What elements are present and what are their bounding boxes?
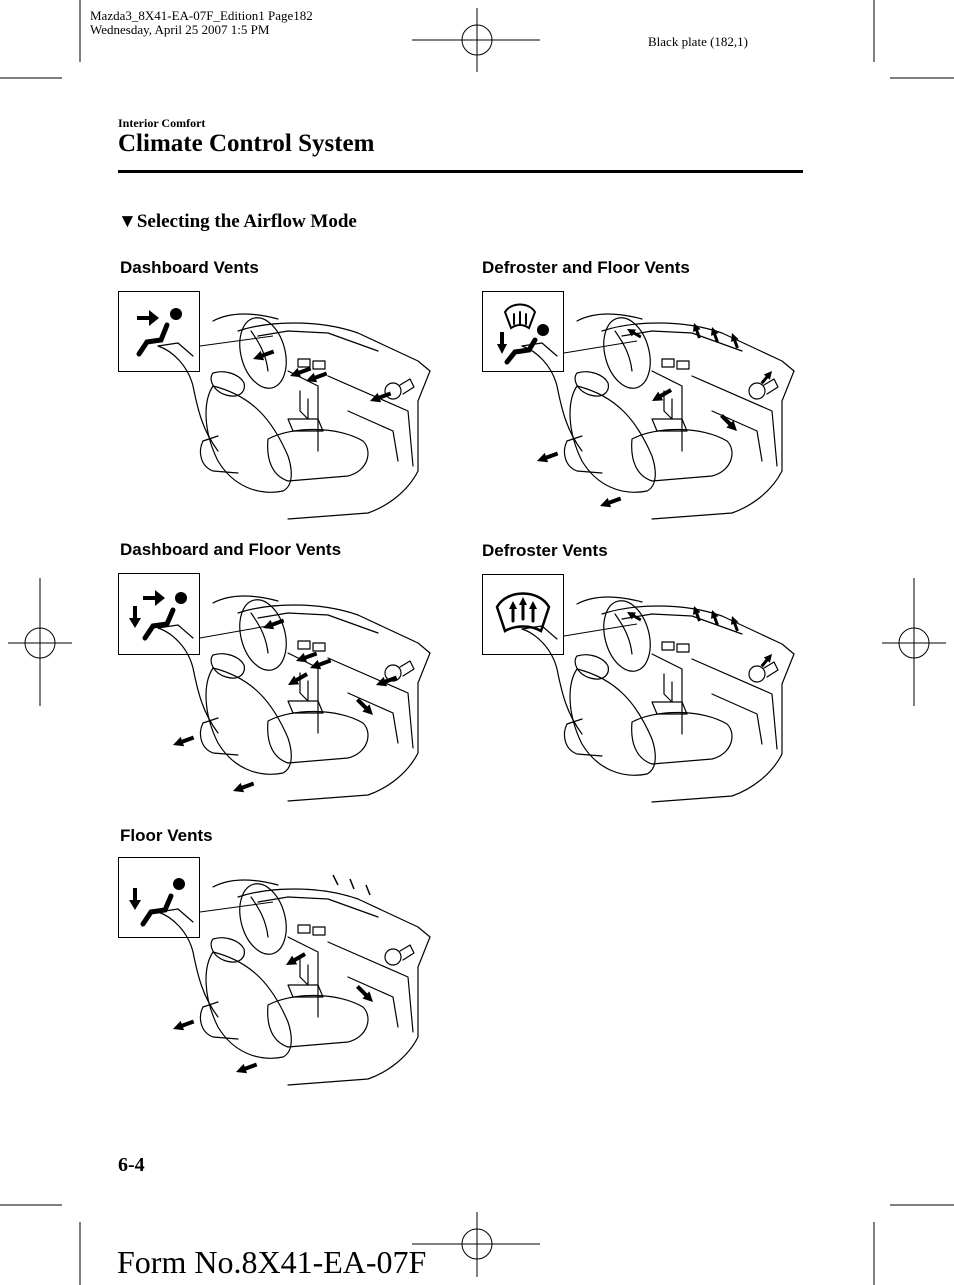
caption-dashboard-floor-vents: Dashboard and Floor Vents (120, 540, 342, 559)
mode-button-defroster-vents[interactable] (482, 574, 564, 655)
illustration-defroster-floor-vents (521, 311, 795, 520)
illustration-defroster-vents (521, 594, 795, 803)
subsection-heading: ▼Selecting the Airflow Mode (118, 211, 357, 233)
dashboard-vents-icon (136, 308, 182, 357)
print-meta-plate: Black plate (182,1) (648, 34, 748, 49)
print-meta-line2: Wednesday, April 25 2007 1:5 PM (90, 22, 270, 37)
subsection-title: Selecting the Airflow Mode (136, 211, 357, 232)
page-number: 6-4 (118, 1154, 145, 1176)
mode-button-floor-vents[interactable] (118, 857, 200, 938)
mode-button-dashboard-vents[interactable] (118, 291, 200, 372)
section-label: Interior Comfort (118, 116, 206, 130)
mode-button-dashboard-floor-vents[interactable] (118, 573, 200, 655)
caption-defroster-vents: Defroster Vents (482, 541, 608, 560)
floor-vents-icon (129, 878, 185, 927)
print-meta-line1: Mazda3_8X41-EA-07F_Edition1 Page182 (90, 8, 313, 23)
title-rule (118, 170, 803, 173)
dashboard-floor-vents-icon (129, 590, 187, 641)
caption-defroster-floor-vents: Defroster and Floor Vents (482, 258, 690, 277)
form-number: Form No.8X41-EA-07F (117, 1244, 427, 1280)
illustration-dashboard-vents (157, 311, 431, 520)
page-title: Climate Control System (118, 130, 375, 157)
triangle-marker-icon: ▼ (118, 211, 137, 232)
illustration-dashboard-floor-vents (157, 593, 431, 802)
illustration-floor-vents (157, 874, 431, 1086)
defroster-vents-icon (495, 592, 551, 633)
caption-floor-vents: Floor Vents (120, 826, 213, 845)
caption-dashboard-vents: Dashboard Vents (120, 258, 259, 277)
